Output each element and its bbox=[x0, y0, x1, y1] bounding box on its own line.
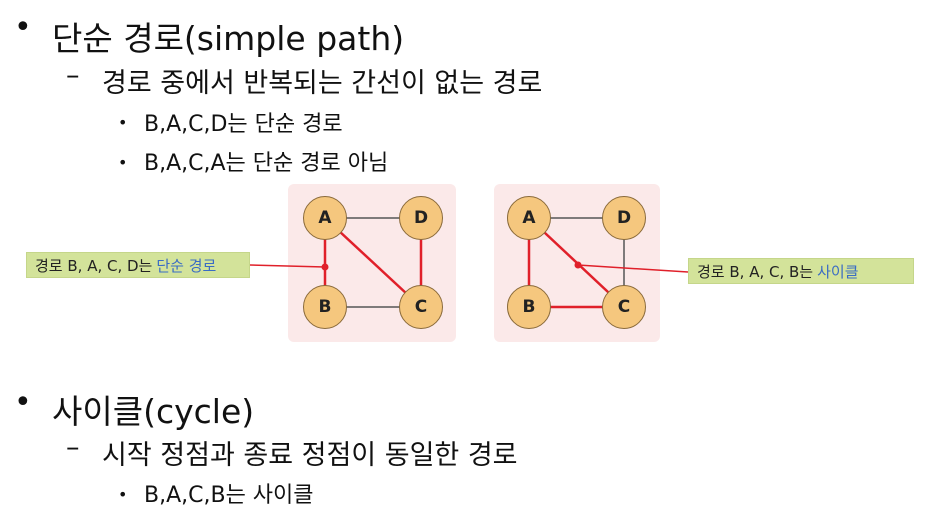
graph2-callout-leader bbox=[577, 264, 689, 273]
example-bullet-cycle: • bbox=[118, 485, 128, 504]
graph1-node-c: C bbox=[399, 285, 443, 329]
graph1-callout: 경로 B, A, C, D는 단순 경로 bbox=[26, 252, 250, 278]
example-simple-path-1: B,A,C,D는 단순 경로 bbox=[144, 112, 343, 137]
graph2-node-d: D bbox=[602, 196, 646, 240]
example-bullet-1: • bbox=[118, 113, 128, 132]
graph2-callout-dot bbox=[574, 261, 582, 269]
graph1-callout-dot bbox=[321, 263, 329, 271]
section-bullet-simple-path: • bbox=[14, 10, 32, 45]
graph1-node-b: B bbox=[303, 285, 347, 329]
heading-cycle: 사이클(cycle) bbox=[52, 392, 255, 431]
graph2-node-a: A bbox=[507, 196, 551, 240]
graph1-callout-leader bbox=[249, 264, 326, 268]
heading-simple-path: 단순 경로(simple path) bbox=[52, 19, 405, 58]
definition-cycle: 시작 정점과 종료 정점이 동일한 경로 bbox=[102, 440, 518, 471]
graph1-callout-prefix: 경로 B, A, C, D는 bbox=[35, 256, 153, 275]
graph1-node-a: A bbox=[303, 196, 347, 240]
graph2-node-b: B bbox=[507, 285, 551, 329]
graph2-callout-prefix: 경로 B, A, C, B는 bbox=[697, 262, 814, 281]
graph2-node-c: C bbox=[602, 285, 646, 329]
example-simple-path-2: B,A,C,A는 단순 경로 아님 bbox=[144, 151, 389, 176]
graph1-callout-highlight: 단순 경로 bbox=[156, 256, 217, 275]
definition-dash-cycle: – bbox=[66, 432, 80, 463]
graph1-node-d: D bbox=[399, 196, 443, 240]
example-bullet-2: • bbox=[118, 153, 128, 172]
definition-dash-simple-path: – bbox=[66, 60, 80, 91]
definition-simple-path: 경로 중에서 반복되는 간선이 없는 경로 bbox=[102, 68, 543, 99]
section-bullet-cycle: • bbox=[14, 385, 32, 420]
graph2-callout: 경로 B, A, C, B는 사이클 bbox=[688, 258, 914, 284]
example-cycle-1: B,A,C,B는 사이클 bbox=[144, 483, 314, 508]
graph2-callout-highlight: 사이클 bbox=[817, 262, 859, 281]
